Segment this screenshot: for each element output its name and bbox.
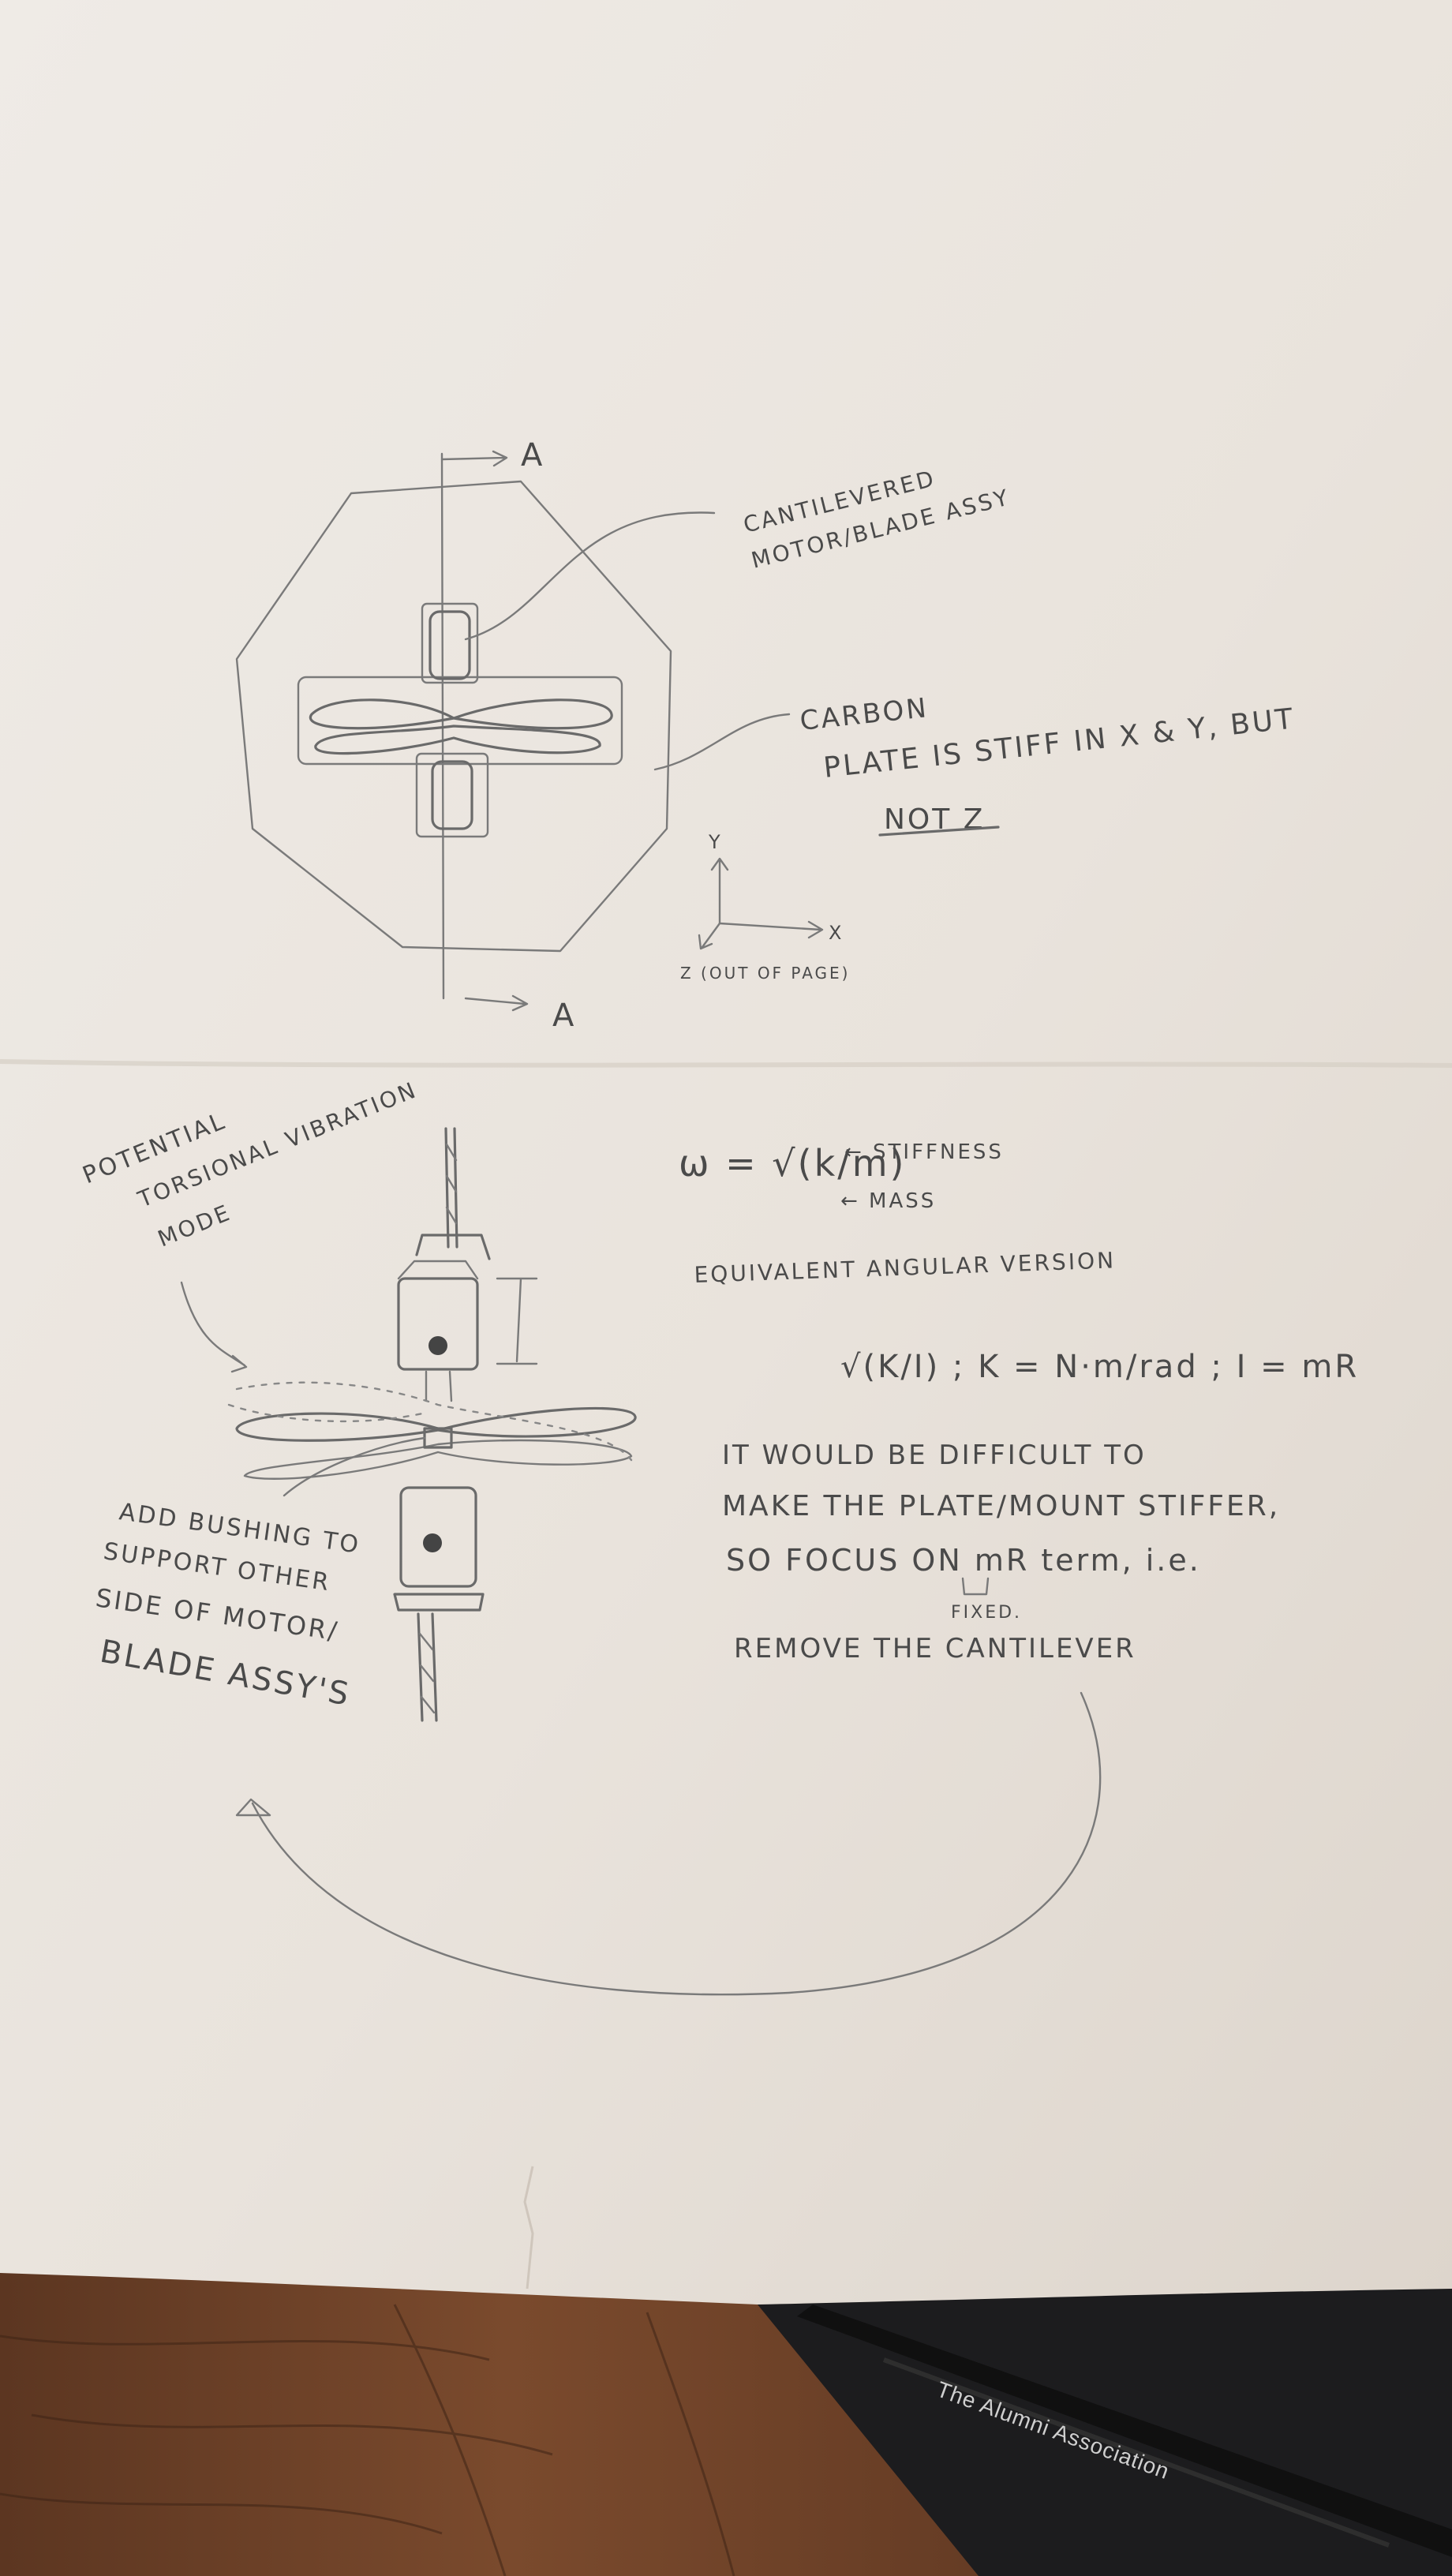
carbon-plate xyxy=(297,676,623,766)
section-line xyxy=(440,452,445,1000)
octagon-plate xyxy=(235,480,672,953)
motor-bottom xyxy=(431,760,473,830)
mass-label: ← MASS xyxy=(840,1189,936,1213)
paper-tear xyxy=(523,2166,534,2290)
motor-top xyxy=(428,610,471,680)
equations: ω = √(k/m) ← STIFFNESS ← MASS EQUIVALENT… xyxy=(235,1140,1359,1996)
torsion-dashed-outline xyxy=(235,1381,633,1462)
section-motor-top xyxy=(397,1277,479,1371)
leader-carbon xyxy=(653,713,791,771)
fixed-label: FIXED. xyxy=(951,1603,1022,1623)
section-screw-top xyxy=(428,1336,447,1355)
curved-arrow xyxy=(251,1691,1102,1996)
angular-formula: √(K/I) ; K = N·m/rad ; I = mR xyxy=(840,1349,1359,1385)
blade-upper xyxy=(309,698,613,730)
section-label-top: A xyxy=(521,437,544,474)
leader-torsional xyxy=(180,1281,248,1373)
section-label-bottom: A xyxy=(552,998,576,1034)
paper-sheet xyxy=(0,0,1452,2305)
section-arrow-bottom xyxy=(464,994,529,1012)
omega-formula: ω = √(k/m) xyxy=(679,1142,906,1185)
stiffness-label: ← STIFFNESS xyxy=(844,1140,1004,1164)
note-difficult-3: SO FOCUS ON mR term, i.e. xyxy=(726,1543,1201,1578)
leader-cantilevered xyxy=(464,511,716,641)
underline-not-z xyxy=(878,826,1000,837)
blade-lower xyxy=(314,724,601,755)
section-motor-bottom xyxy=(399,1486,477,1588)
axis-z-label: Z (OUT OF PAGE) xyxy=(680,964,850,983)
note-difficult-1: IT WOULD BE DIFFICULT TO xyxy=(722,1440,1147,1471)
lower-shaft xyxy=(417,1612,438,1722)
axis-y-label: Y xyxy=(708,831,723,853)
leader-bushing xyxy=(283,1436,426,1497)
dimension-line xyxy=(496,1277,538,1365)
note-difficult-2: MAKE THE PLATE/MOUNT STIFFER, xyxy=(722,1490,1280,1522)
axis-triad: Y X Z (OUT OF PAGE) xyxy=(680,831,850,983)
section-screw-bottom xyxy=(423,1533,442,1552)
section-blade xyxy=(235,1406,637,1442)
note-difficult-4: REMOVE THE CANTILEVER xyxy=(734,1633,1136,1664)
section-arrow-top xyxy=(440,450,508,467)
wood-grain xyxy=(0,2304,735,2576)
paper-fold xyxy=(0,1059,1452,1068)
shaft xyxy=(444,1127,458,1249)
axis-x-label: X xyxy=(829,922,844,944)
fixed-bracket xyxy=(961,1577,990,1596)
